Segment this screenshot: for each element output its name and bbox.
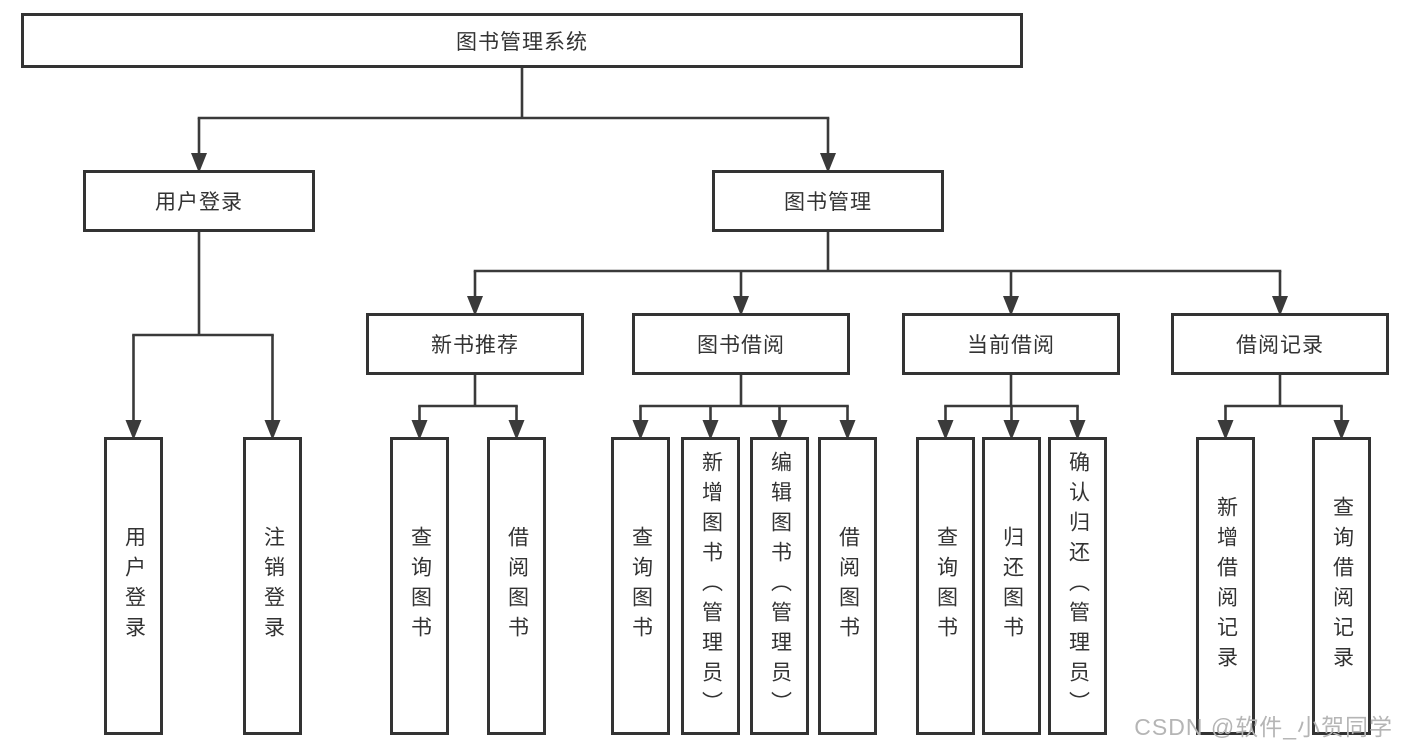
node-book-management-label: 图书管理	[784, 191, 872, 214]
leaf-query-books-newbooks-label: 查询图书	[408, 526, 432, 646]
leaf-edit-book-admin: 编辑图书（管理员）	[750, 437, 809, 735]
leaf-add-borrow-record-label: 新增借阅记录	[1214, 496, 1238, 676]
node-current-borrow: 当前借阅	[902, 313, 1120, 375]
node-new-book-recommend: 新书推荐	[366, 313, 584, 375]
node-book-borrow: 图书借阅	[632, 313, 850, 375]
node-borrow-records: 借阅记录	[1171, 313, 1389, 375]
leaf-edit-book-admin-label: 编辑图书（管理员）	[768, 451, 792, 721]
leaf-query-books-borrow: 查询图书	[611, 437, 670, 735]
leaf-add-borrow-record: 新增借阅记录	[1196, 437, 1255, 735]
leaf-confirm-return-admin: 确认归还（管理员）	[1048, 437, 1107, 735]
leaf-add-book-admin-label: 新增图书（管理员）	[699, 451, 723, 721]
leaf-borrow-books-newbooks: 借阅图书	[487, 437, 546, 735]
leaf-logout-label: 注销登录	[261, 526, 285, 646]
node-book-borrow-label: 图书借阅	[697, 334, 785, 357]
leaf-user-login-label: 用户登录	[122, 526, 146, 646]
node-user-login-label: 用户登录	[155, 191, 243, 214]
leaf-query-books-newbooks: 查询图书	[390, 437, 449, 735]
node-current-borrow-label: 当前借阅	[967, 334, 1055, 357]
leaf-query-books-current: 查询图书	[916, 437, 975, 735]
leaf-borrow-books-borrow: 借阅图书	[818, 437, 877, 735]
leaf-query-books-borrow-label: 查询图书	[629, 526, 653, 646]
leaf-return-book-label: 归还图书	[1000, 526, 1024, 646]
node-user-login: 用户登录	[83, 170, 315, 232]
node-new-book-recommend-label: 新书推荐	[431, 334, 519, 357]
leaf-query-books-current-label: 查询图书	[934, 526, 958, 646]
leaf-logout: 注销登录	[243, 437, 302, 735]
leaf-return-book: 归还图书	[982, 437, 1041, 735]
watermark: CSDN @软件_小贺同学	[1134, 714, 1393, 740]
leaf-borrow-books-newbooks-label: 借阅图书	[505, 526, 529, 646]
leaf-borrow-books-borrow-label: 借阅图书	[836, 526, 860, 646]
leaf-confirm-return-admin-label: 确认归还（管理员）	[1066, 451, 1090, 721]
leaf-add-book-admin: 新增图书（管理员）	[681, 437, 740, 735]
leaf-query-borrow-record: 查询借阅记录	[1312, 437, 1371, 735]
node-book-management: 图书管理	[712, 170, 944, 232]
node-borrow-records-label: 借阅记录	[1236, 334, 1324, 357]
node-root-label: 图书管理系统	[456, 30, 588, 54]
leaf-query-borrow-record-label: 查询借阅记录	[1330, 496, 1354, 676]
leaf-user-login: 用户登录	[104, 437, 163, 735]
node-root: 图书管理系统	[21, 13, 1023, 68]
